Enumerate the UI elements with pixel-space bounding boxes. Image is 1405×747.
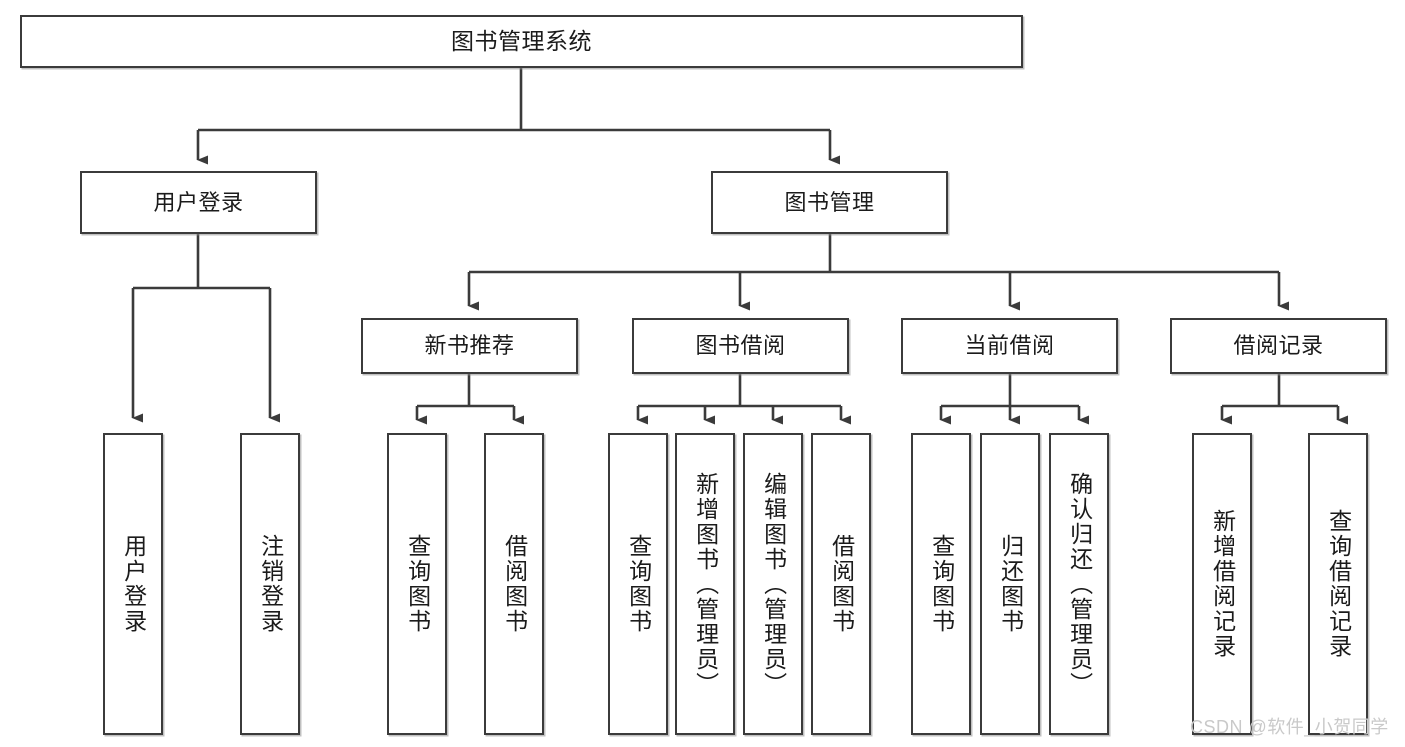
node-label: 当前借阅 [964,333,1055,358]
node-label: 借阅图书 [501,534,528,634]
node-label: 查询图书 [928,534,955,634]
node-root-system[interactable]: 图书管理系统 [20,15,1023,68]
leaf-new-book-borrow[interactable]: 借阅图书 [484,433,544,735]
node-label: 借阅记录 [1233,333,1324,358]
node-new-book-recommend[interactable]: 新书推荐 [361,318,578,374]
leaf-book-borrow-borrow[interactable]: 借阅图书 [811,433,871,735]
node-label: 注销登录 [257,534,284,634]
node-borrow-record[interactable]: 借阅记录 [1170,318,1387,374]
node-label: 图书借阅 [695,333,786,358]
leaf-current-borrow-return[interactable]: 归还图书 [980,433,1040,735]
node-label: 图书管理系统 [451,28,592,54]
leaf-borrow-record-query[interactable]: 查询借阅记录 [1308,433,1368,735]
leaf-user-login-logout[interactable]: 注销登录 [240,433,300,735]
node-label: 借阅图书 [828,534,855,634]
node-label: 确认归还（管理员） [1066,471,1093,697]
leaf-book-borrow-add[interactable]: 新增图书（管理员） [675,433,735,735]
node-book-borrow[interactable]: 图书借阅 [632,318,849,374]
node-label: 归还图书 [997,534,1024,634]
node-label: 查询图书 [404,534,431,634]
leaf-user-login-login[interactable]: 用户登录 [103,433,163,735]
leaf-current-borrow-confirm-return[interactable]: 确认归还（管理员） [1049,433,1109,735]
watermark-text: CSDN @软件_小贺同学 [1190,717,1389,737]
node-label: 编辑图书（管理员） [760,471,787,697]
leaf-book-borrow-query[interactable]: 查询图书 [608,433,668,735]
node-label: 新书推荐 [424,333,515,358]
node-label: 新增图书（管理员） [692,471,719,697]
node-label: 用户登录 [153,189,244,215]
node-label: 新增借阅记录 [1209,509,1236,659]
node-label: 查询图书 [625,534,652,634]
node-label: 用户登录 [120,534,147,634]
node-book-management[interactable]: 图书管理 [711,171,948,234]
node-label: 图书管理 [784,189,875,215]
leaf-borrow-record-add[interactable]: 新增借阅记录 [1192,433,1252,735]
leaf-book-borrow-edit[interactable]: 编辑图书（管理员） [743,433,803,735]
node-user-login[interactable]: 用户登录 [80,171,317,234]
node-label: 查询借阅记录 [1325,509,1352,659]
leaf-current-borrow-query[interactable]: 查询图书 [911,433,971,735]
node-current-borrow[interactable]: 当前借阅 [901,318,1118,374]
leaf-new-book-query[interactable]: 查询图书 [387,433,447,735]
